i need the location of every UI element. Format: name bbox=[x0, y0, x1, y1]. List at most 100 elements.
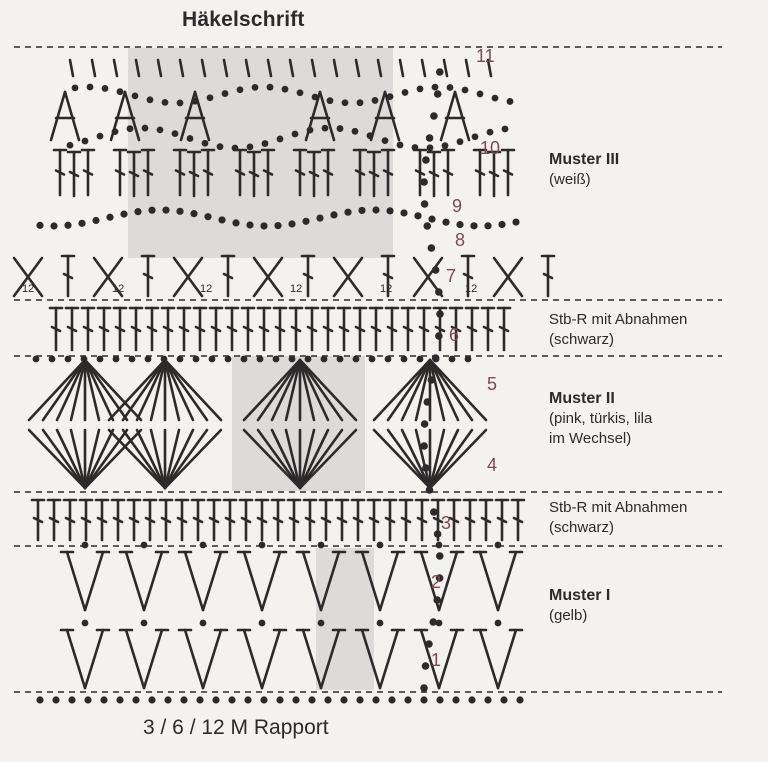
chain-dot bbox=[281, 85, 289, 93]
chain-dot bbox=[101, 85, 109, 92]
a-stitch bbox=[49, 90, 67, 142]
v-stitch-left bbox=[65, 628, 87, 690]
chain-dot bbox=[288, 355, 296, 363]
stitch-cross-bar bbox=[400, 516, 412, 524]
chain-dot bbox=[140, 541, 148, 549]
v-stitch-right bbox=[260, 550, 282, 612]
v-stitch-right bbox=[260, 628, 282, 690]
picot-tick bbox=[112, 58, 119, 78]
stitch-cross-bar bbox=[258, 325, 270, 333]
chain-dot bbox=[404, 696, 412, 704]
stitch-cross-bar bbox=[68, 170, 80, 178]
fan-stitch bbox=[298, 358, 358, 422]
fan-stitch bbox=[298, 358, 344, 422]
stitch-cross-bar bbox=[474, 169, 486, 176]
chain-dot bbox=[80, 355, 88, 363]
chain-dot bbox=[261, 140, 269, 147]
stitch-cross-bar bbox=[322, 325, 334, 333]
fan-stitch bbox=[298, 428, 358, 490]
chain-dot bbox=[324, 696, 332, 704]
picot-tick bbox=[178, 58, 185, 78]
chain-dot bbox=[442, 218, 450, 226]
chain-dot bbox=[420, 442, 428, 450]
v-stitch-left bbox=[360, 550, 382, 612]
chain-dot bbox=[431, 83, 439, 91]
x-stitch bbox=[252, 256, 284, 298]
chain-dot bbox=[484, 696, 492, 704]
chain-dot bbox=[441, 142, 449, 150]
fan-stitch bbox=[163, 358, 209, 422]
chain-dot bbox=[422, 156, 430, 164]
picot-tick bbox=[134, 58, 141, 78]
stitch-cross-bar bbox=[130, 325, 142, 333]
repeat-caption: 3 / 6 / 12 M Rapport bbox=[143, 716, 329, 739]
v-stitch-right bbox=[437, 550, 459, 612]
fan-stitch bbox=[83, 428, 143, 490]
stitch-cross-bar bbox=[322, 169, 334, 176]
stitch-cross-bar bbox=[288, 516, 300, 524]
chain-dot bbox=[435, 332, 443, 340]
stitch-cross-bar bbox=[248, 170, 260, 178]
chain-dot bbox=[423, 222, 432, 230]
chain-dot bbox=[144, 355, 152, 363]
chain-dot bbox=[317, 619, 325, 627]
fan-stitch bbox=[242, 358, 302, 422]
chain-dot bbox=[64, 221, 72, 229]
chain-dot bbox=[201, 139, 209, 147]
v-stitch-left bbox=[301, 550, 323, 612]
chain-dot bbox=[471, 133, 479, 141]
stitch-cross-bar bbox=[402, 325, 414, 333]
chain-dot bbox=[111, 128, 119, 136]
chain-dot bbox=[452, 696, 460, 704]
fan-stitch bbox=[386, 358, 432, 422]
chain-dot bbox=[420, 696, 428, 704]
fan-stitch bbox=[372, 358, 432, 422]
chain-dot bbox=[274, 221, 282, 230]
x-stitch bbox=[412, 256, 444, 298]
v-stitch-right bbox=[496, 628, 518, 690]
stitch-cross-bar bbox=[208, 516, 220, 524]
chain-dot bbox=[411, 144, 419, 151]
chain-dot bbox=[232, 219, 240, 227]
stitch-cross-bar bbox=[488, 170, 500, 178]
fan-stitch bbox=[270, 428, 302, 490]
row-number-9: 9 bbox=[452, 196, 463, 216]
stitch-cross-bar bbox=[434, 325, 446, 333]
chain-dot bbox=[425, 134, 434, 142]
chain-dot bbox=[296, 89, 304, 97]
v-stitch-left bbox=[183, 628, 205, 690]
chain-dot bbox=[276, 696, 284, 704]
chain-dot bbox=[420, 420, 429, 428]
chain-dot bbox=[427, 376, 436, 384]
chain-dots bbox=[32, 68, 524, 704]
chain-dot bbox=[81, 137, 89, 145]
chain-dot bbox=[433, 530, 442, 538]
stitch-cross-bar bbox=[302, 272, 314, 280]
stbr-bottom-line1: Stb-R mit Abnahmen bbox=[549, 499, 688, 516]
row-number-7: 7 bbox=[446, 266, 457, 286]
chain-dot bbox=[340, 696, 348, 704]
fan-stitch bbox=[163, 428, 209, 490]
chain-dot bbox=[317, 541, 325, 549]
chain-dot bbox=[244, 696, 252, 704]
picot-tick bbox=[442, 58, 449, 78]
chain-dot bbox=[448, 355, 456, 363]
v-stitch-left bbox=[478, 550, 500, 612]
fan-stitch bbox=[41, 428, 87, 490]
chain-dot bbox=[421, 662, 430, 670]
fan-stitch bbox=[163, 358, 181, 422]
chain-dot bbox=[306, 126, 314, 134]
row-number-11: 11 bbox=[476, 46, 495, 66]
chain-dot bbox=[512, 218, 520, 226]
chain-dot bbox=[494, 541, 502, 549]
chain-dot bbox=[131, 92, 139, 100]
chain-dot bbox=[251, 84, 259, 91]
picot-tick bbox=[398, 58, 405, 78]
chain-dot bbox=[236, 86, 244, 94]
fan-stitch bbox=[242, 428, 302, 490]
label-muster-i: Muster I (gelb) bbox=[549, 586, 610, 626]
section-dividers bbox=[14, 46, 722, 693]
stitch-cross-bar bbox=[368, 516, 380, 524]
stitch-cross-bar bbox=[162, 325, 174, 333]
chain-dot bbox=[431, 266, 440, 274]
